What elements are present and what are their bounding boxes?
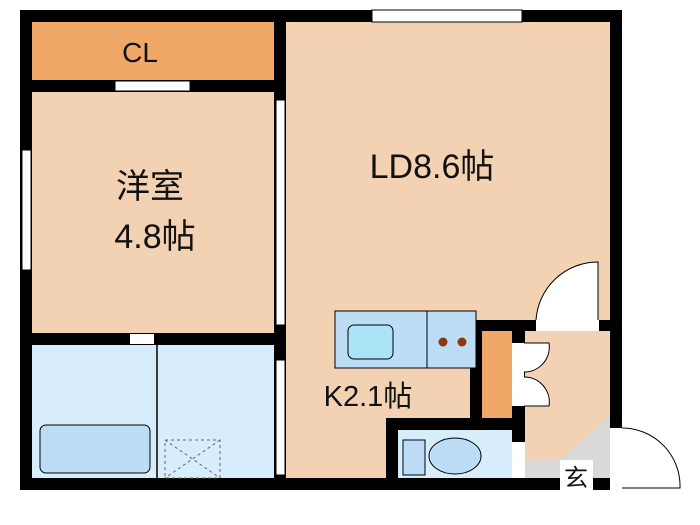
- kitchen-label: K2.1帖: [324, 380, 413, 413]
- window: [21, 149, 32, 271]
- toilet-bowl-icon: [428, 437, 482, 475]
- bath-door: [130, 334, 154, 344]
- toilet-door: [512, 442, 525, 478]
- closet-label: CL: [122, 37, 158, 68]
- closet-area: [32, 22, 274, 80]
- ld-door: [536, 320, 599, 331]
- entrance-label: 玄: [564, 465, 588, 492]
- shoe-storage: [482, 331, 512, 418]
- storage-door: [512, 343, 524, 406]
- sliding-door: [275, 359, 286, 476]
- toilet-tank-icon: [402, 439, 426, 476]
- stove-burner-icon: [457, 337, 467, 347]
- stove-burner-icon: [438, 337, 448, 347]
- window: [371, 9, 523, 23]
- entrance-door: [610, 428, 622, 490]
- washer-space-icon: [164, 439, 221, 479]
- western-room-area: [32, 92, 274, 333]
- sliding-door: [275, 99, 286, 326]
- bathtub-icon: [39, 424, 151, 474]
- sink-icon: [347, 324, 394, 360]
- western-room-size: 4.8帖: [114, 218, 195, 256]
- western-room-label: 洋室: [116, 168, 184, 206]
- closet-door: [114, 80, 191, 92]
- ld-label: LD8.6帖: [370, 148, 495, 186]
